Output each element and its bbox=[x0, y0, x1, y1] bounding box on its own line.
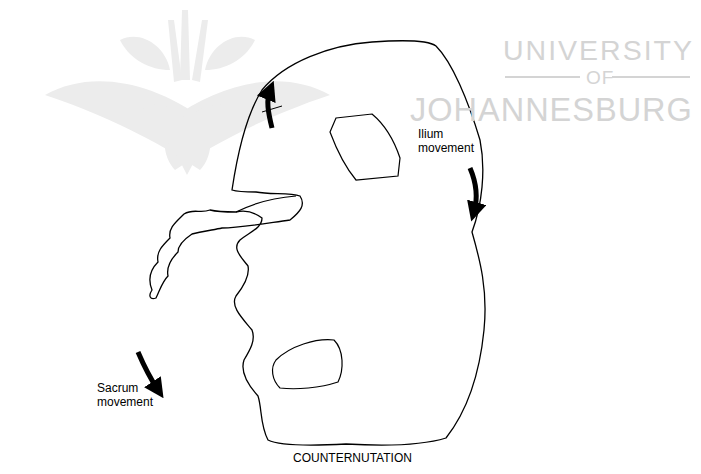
movement-arrow bbox=[470, 168, 476, 212]
movement-arrow bbox=[138, 352, 158, 390]
watermark-text: UNIVERSITY bbox=[503, 36, 694, 65]
watermark-rule bbox=[612, 76, 690, 78]
watermark-text: JOHANNESBURG bbox=[410, 94, 693, 127]
watermark-rule bbox=[505, 76, 580, 78]
foramen-lower bbox=[273, 340, 343, 389]
figure-caption: COUNTERNUTATION bbox=[293, 452, 412, 466]
arrow-tick bbox=[262, 106, 282, 112]
part-label: Sacrum movement bbox=[97, 382, 159, 410]
foramen-upper bbox=[330, 114, 400, 180]
sacrum-edge bbox=[236, 196, 296, 212]
watermark-logo bbox=[45, 10, 330, 175]
watermark-text: OF bbox=[586, 68, 614, 87]
part-label: Ilium movement bbox=[418, 128, 480, 156]
